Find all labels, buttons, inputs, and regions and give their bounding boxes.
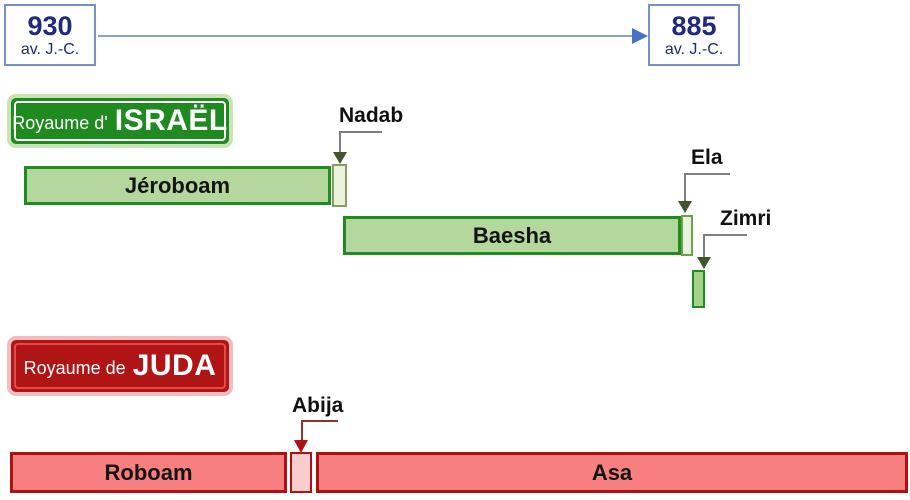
abija-connector-vertical [301,420,303,442]
start-era: av. J.-C. [20,40,80,58]
zimri-arrow-icon [697,257,711,269]
nadab-reign-segment [332,164,347,207]
nadab-callout-label: Nadab [339,104,404,127]
zimri-connector-horizontal [703,234,747,236]
ela-callout-label: Ela [691,146,723,169]
end-era: av. J.-C. [664,40,724,58]
abija-connector-horizontal [301,420,338,422]
baesha-reign-bar: Baesha [343,216,681,255]
roboam-label: Roboam [104,459,193,485]
jeroboam-label: Jéroboam [124,172,231,198]
roboam-reign-bar: Roboam [10,452,287,493]
timeline-arrow-line [98,35,634,37]
baesha-label: Baesha [472,222,552,248]
abija-arrow-icon [294,440,308,453]
timeline-arrowhead-icon [632,28,648,44]
end-year: 885 [671,10,717,41]
israel-sign-prefix: Royaume d' [12,112,108,133]
nadab-connector-vertical [339,131,341,155]
juda-sign-inner: Royaume de JUDA [14,343,226,389]
abija-reign-segment [290,452,312,493]
zimri-reign-segment [692,270,705,308]
nadab-arrow-icon [333,152,347,164]
start-year: 930 [27,10,73,41]
israel-sign-name: ISRAËL [114,104,228,137]
ela-connector-horizontal [684,173,730,175]
abija-callout-label: Abija [292,394,344,417]
juda-sign-name: JUDA [132,349,217,382]
zimri-callout-label: Zimri [720,207,772,230]
asa-reign-bar: Asa [316,452,908,493]
zimri-connector-vertical [703,234,705,259]
israel-kingdom-sign: Royaume d' ISRAËL [7,94,233,148]
timeline-start-box: 930 av. J.-C. [4,4,96,66]
ela-reign-segment [681,215,693,256]
nadab-connector-horizontal [339,131,382,133]
israel-sign-inner: Royaume d' ISRAËL [12,101,228,141]
asa-label: Asa [591,459,633,485]
ela-connector-vertical [684,173,686,202]
juda-sign-prefix: Royaume de [23,357,126,378]
ela-arrow-icon [678,201,692,213]
timeline-end-box: 885 av. J.-C. [648,4,740,66]
juda-kingdom-sign: Royaume de JUDA [7,336,233,396]
jeroboam-reign-bar: Jéroboam [24,166,331,205]
